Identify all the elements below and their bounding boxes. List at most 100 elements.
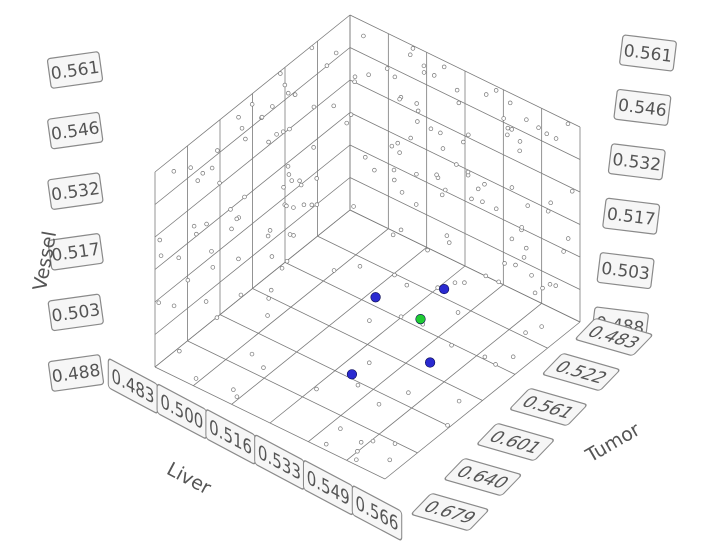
cloud-point: [443, 187, 448, 193]
cloud-point: [524, 117, 529, 122]
z-tick-label-left-group: 0.488: [47, 354, 105, 392]
cloud-point: [372, 167, 377, 173]
cloud-point: [249, 351, 255, 357]
cloud-point: [203, 299, 209, 304]
cloud-point: [509, 236, 515, 242]
cloud-point: [493, 88, 499, 93]
cloud-point: [482, 354, 488, 360]
cloud-point: [214, 315, 220, 320]
cloud-point: [517, 139, 523, 144]
cloud-point: [285, 164, 291, 169]
cloud-point: [266, 296, 271, 301]
cloud-point: [171, 169, 177, 174]
cloud-point: [452, 280, 458, 285]
cloud-point: [509, 185, 515, 190]
cloud-point: [358, 439, 364, 445]
cloud-point: [361, 33, 366, 39]
z-tick-label-left-box: [47, 293, 104, 332]
cloud-point: [480, 199, 485, 204]
cloud-point: [392, 272, 397, 278]
highlighted-points: [346, 283, 450, 380]
cloud-point: [229, 226, 234, 232]
z-tick-label-right-box: [613, 88, 672, 126]
cloud-point: [392, 177, 397, 183]
cloud-point: [496, 279, 501, 285]
y-tick-label-group: 0.640: [444, 458, 522, 496]
cloud-point: [249, 102, 255, 107]
cloud-point: [462, 280, 467, 285]
z-tick-label-right-box: [596, 252, 655, 290]
cloud-point: [298, 182, 304, 188]
x-tick-label-box: [351, 485, 403, 541]
cloud-point: [509, 127, 514, 132]
x-axis-title: Liver: [163, 458, 215, 499]
cloud-point: [440, 146, 446, 151]
cloud-point: [231, 387, 236, 392]
cloud-point: [507, 100, 513, 106]
cloud-point: [331, 268, 337, 273]
cloud-point: [344, 120, 349, 126]
cloud-point: [483, 92, 489, 97]
cloud-point: [338, 426, 343, 431]
z-tick-label-right-group: 0.532: [607, 143, 666, 181]
x-tick-label-group: 0.483: [107, 358, 159, 414]
cloud-point: [289, 178, 294, 183]
cloud-point: [311, 145, 316, 150]
floor-gridline-a: [349, 209, 581, 323]
cloud-point: [177, 348, 182, 354]
cloud-point: [309, 45, 315, 51]
cloud-point: [324, 63, 330, 68]
tick-labels: 0.4880.4880.5030.5030.5170.5170.5320.532…: [46, 34, 677, 541]
x-tick-label-group: 0.500: [156, 383, 208, 439]
cloud-point: [505, 125, 511, 131]
cloud-point: [266, 139, 271, 145]
cloud-point: [367, 318, 372, 323]
x-tick-label-group: 0.566: [351, 485, 403, 541]
cloud-point: [523, 330, 528, 335]
y-tick-label-group: 0.601: [477, 423, 554, 461]
y-tick-label-box: [411, 493, 489, 531]
cloud-point: [194, 231, 199, 237]
cloud-point: [291, 205, 296, 210]
cloud-point: [434, 172, 439, 178]
x-tick-label-group: 0.533: [254, 434, 305, 490]
cloud-point: [565, 121, 571, 127]
cloud-point: [456, 100, 462, 106]
cloud-point: [217, 180, 222, 186]
cloud-point: [157, 237, 163, 243]
y-tick-label-group: 0.522: [542, 353, 620, 391]
cloud-point: [421, 70, 427, 75]
cloud-point: [281, 185, 286, 190]
cloud-point: [269, 254, 275, 259]
cloud-point: [297, 178, 302, 184]
cloud-point: [414, 101, 419, 106]
floor-gridline-a: [317, 235, 548, 349]
cloud-point: [389, 143, 395, 149]
highlight-point-green: [415, 313, 426, 325]
cloud-point: [397, 150, 402, 155]
cloud-point: [355, 382, 361, 388]
cloud-point: [532, 290, 538, 296]
cloud-point: [171, 303, 177, 309]
cloud-point: [454, 162, 459, 167]
y-tick-label-group: 0.561: [510, 388, 587, 426]
cloud-point: [239, 125, 245, 131]
cloud-point: [209, 165, 215, 171]
cloud-point: [406, 390, 411, 395]
cloud-point: [447, 240, 452, 245]
cloud-point: [274, 132, 279, 137]
z-tick-label-right-group: 0.561: [619, 34, 677, 72]
floor-gridline-b: [269, 265, 466, 424]
cloud-point: [200, 170, 206, 176]
cloud-point: [370, 438, 376, 444]
cloud-point: [392, 74, 398, 80]
cloud-point: [259, 114, 265, 120]
grid-layer: [154, 14, 581, 480]
cloud-point: [195, 178, 200, 183]
cloud-point: [561, 249, 566, 254]
cloud-point: [314, 176, 319, 181]
cloud-point: [482, 182, 487, 187]
cloud-point: [351, 204, 356, 209]
cloud-point: [270, 104, 275, 109]
cloud-point: [525, 203, 530, 208]
